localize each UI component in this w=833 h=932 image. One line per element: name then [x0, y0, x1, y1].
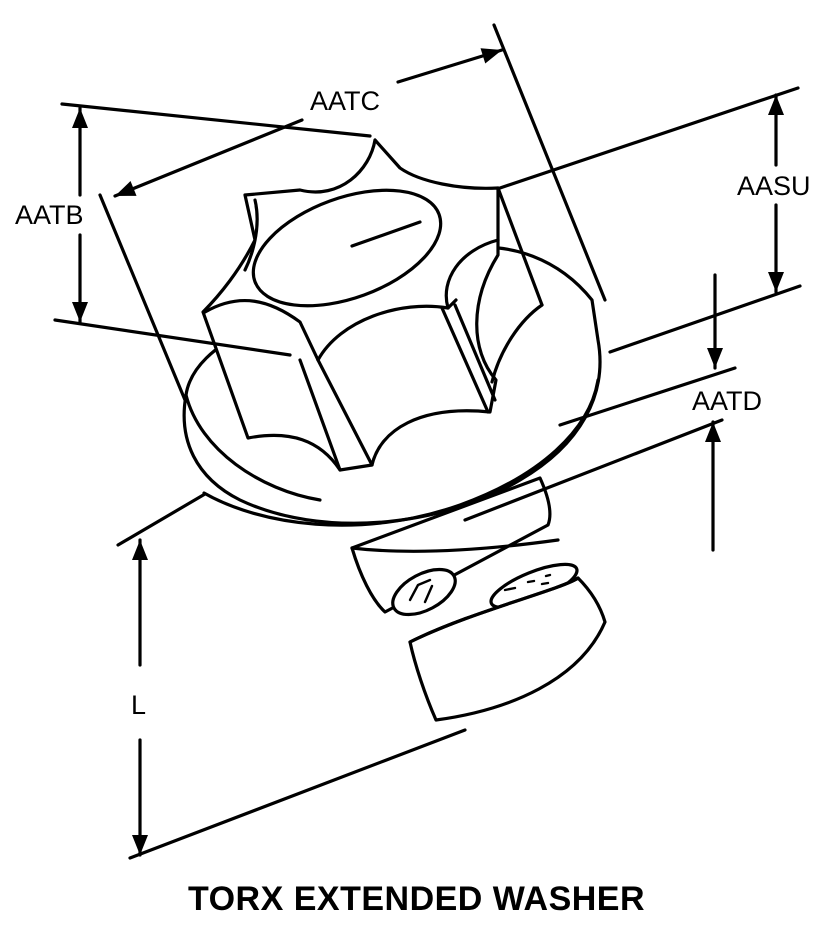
dimension-aatb: AATB — [15, 102, 372, 357]
dimension-aatd: AATD — [463, 273, 762, 552]
label-aatb: AATB — [15, 200, 84, 230]
dimension-aatc: AATC — [98, 23, 607, 402]
dimension-l: L — [116, 492, 467, 860]
label-aasu: AASU — [737, 171, 811, 201]
shank — [350, 476, 607, 722]
torx-washer-diagram: AATC AATB AASU AATD L — [15, 23, 811, 860]
label-aatd: AATD — [692, 386, 762, 416]
torx-head — [201, 138, 544, 472]
dimension-aasu: AASU — [498, 86, 811, 354]
label-l: L — [131, 690, 146, 720]
diagram-title: TORX EXTENDED WASHER — [187, 880, 646, 918]
label-aatc: AATC — [310, 86, 380, 116]
